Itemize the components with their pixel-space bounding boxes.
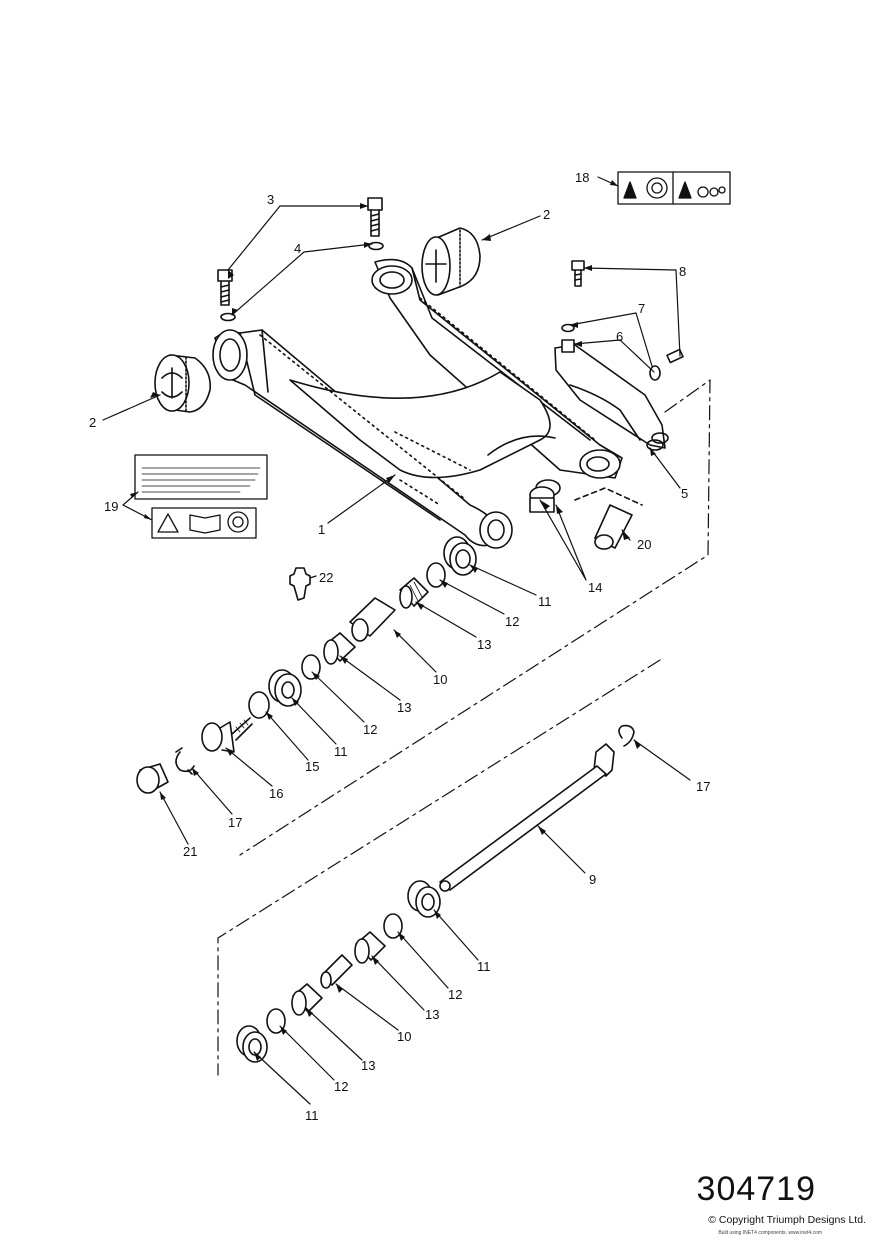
callout-14: 14 [588, 580, 602, 595]
bolt-part-upper [367, 197, 383, 237]
callout-17-lower: 17 [696, 779, 710, 794]
callout-11-a: 11 [538, 594, 552, 609]
seal-part-11-upper-b [268, 669, 302, 707]
callout-16: 16 [269, 786, 283, 801]
callout-13-b: 13 [397, 700, 411, 715]
grease-nipple-part-22 [289, 567, 311, 601]
callout-2-upper: 2 [543, 207, 550, 222]
assembly-guide-lines [217, 379, 711, 1076]
warning-label-set-18 [617, 171, 731, 205]
needle-bearing-13-lower-b [291, 983, 323, 1016]
callout-13-c: 13 [425, 1007, 439, 1022]
callout-13-d: 13 [361, 1058, 375, 1073]
callout-11-c: 11 [477, 959, 491, 974]
callout-21: 21 [183, 844, 197, 859]
needle-bearing-13-lower-a [354, 931, 386, 964]
seal-part-11-lower-b [236, 1025, 268, 1063]
callout-12-a: 12 [505, 614, 519, 629]
sleeve-part-10-upper [349, 597, 396, 642]
circlip-part-17-lower [618, 724, 635, 747]
callout-6: 6 [616, 329, 623, 344]
callout-17-upper: 17 [228, 815, 242, 830]
circlip-part-17-upper [175, 747, 195, 775]
spacer-part-6 [561, 339, 661, 381]
callout-15: 15 [305, 759, 319, 774]
screw-part-8 [571, 260, 684, 364]
callout-10-b: 10 [397, 1029, 411, 1044]
spindle-part-9 [439, 743, 615, 892]
warning-label-set-19 [134, 454, 268, 539]
callout-8: 8 [679, 264, 686, 279]
callout-12-d: 12 [334, 1079, 348, 1094]
callout-3: 3 [267, 192, 274, 207]
bearing-part-upper [421, 227, 481, 296]
callout-13-a: 13 [477, 637, 491, 652]
callout-10-a: 10 [433, 672, 447, 687]
callout-labels: 2 2 3 4 18 8 7 6 5 19 1 20 14 22 11 12 1… [89, 170, 710, 1123]
copyright-notice: © Copyright Triumph Designs Ltd. [708, 1214, 866, 1226]
washer-part-15 [248, 691, 270, 719]
callout-20: 20 [637, 537, 651, 552]
sleeve-part-10-lower [320, 954, 353, 989]
callout-12-b: 12 [363, 722, 377, 737]
callout-2-left: 2 [89, 415, 96, 430]
callout-12-c: 12 [448, 987, 462, 1002]
washer-part-upper [368, 241, 384, 251]
cap-part-21 [136, 763, 169, 794]
diagram-reference-number: 304719 [696, 1170, 816, 1208]
bearing-part-left [154, 354, 212, 413]
needle-bearing-13-upper-b [323, 632, 356, 665]
seal-part-11-lower-a [407, 880, 441, 918]
callout-4: 4 [294, 241, 301, 256]
callout-7: 7 [638, 301, 645, 316]
needle-bearing-13-upper-a [399, 577, 429, 609]
build-credit: Built using INET4 components. www.inet4.… [718, 1230, 822, 1236]
leader-arrowheads [130, 180, 656, 1061]
leader-lines [102, 176, 691, 1105]
washer-part-12-upper-b [301, 654, 321, 680]
washer-part-12-upper-a [426, 562, 446, 588]
chain-guard-part [554, 344, 669, 451]
callout-5: 5 [681, 486, 688, 501]
washer-part-7 [561, 323, 575, 333]
callout-18: 18 [575, 170, 589, 185]
callout-11-d: 11 [305, 1108, 319, 1123]
callout-1: 1 [318, 522, 325, 537]
seal-part-11-upper-a [443, 536, 477, 576]
callout-11-b: 11 [334, 744, 348, 759]
callout-22: 22 [319, 570, 333, 585]
callout-19: 19 [104, 499, 118, 514]
pivot-bolt-part-16 [201, 717, 253, 753]
callout-9: 9 [589, 872, 596, 887]
washer-part-left [220, 312, 236, 322]
swingarm-part [212, 258, 623, 549]
spacer-part-20 [574, 487, 643, 550]
